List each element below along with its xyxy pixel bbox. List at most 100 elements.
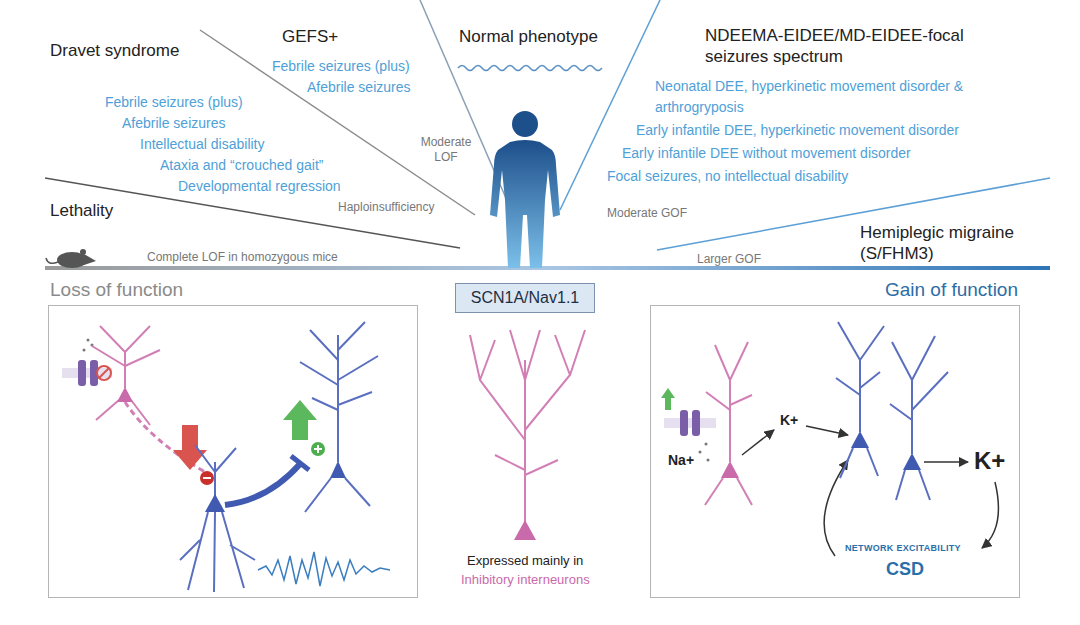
symptom-text: Febrile seizures (plus) bbox=[272, 56, 410, 77]
ion-channel-open bbox=[705, 443, 708, 446]
symptom-text: Ataxia and “crouched gait” bbox=[160, 155, 323, 176]
expression-note: Inhibitory interneurons bbox=[461, 572, 590, 588]
pyramidal-neuron bbox=[330, 461, 346, 478]
potassium-arrows bbox=[982, 482, 998, 548]
phenotype-heading: Lethality bbox=[50, 200, 113, 221]
ion-channel-blocked bbox=[78, 360, 86, 386]
symptom-text: Febrile seizures (plus) bbox=[105, 92, 243, 113]
interneuron-blue bbox=[291, 456, 309, 470]
inhibition-arrow bbox=[200, 471, 214, 485]
gain-panel: Gain of function bbox=[650, 278, 1020, 598]
severity-note: Haploinsufficiency bbox=[338, 200, 435, 215]
phenotype-heading: Normal phenotype bbox=[459, 26, 598, 47]
eeg-trace bbox=[258, 552, 390, 586]
pyramidal-neurons bbox=[851, 431, 869, 448]
interneuron-pink bbox=[92, 326, 160, 425]
human-figure bbox=[490, 140, 560, 268]
potassium-arrows bbox=[924, 461, 968, 463]
phenotype-heading: Dravet syndrome bbox=[50, 40, 179, 61]
severity-note: Complete LOF in homozygous mice bbox=[147, 250, 338, 265]
gene-name: SCN1A/Nav1.1 bbox=[456, 284, 594, 312]
inhibition-arrow bbox=[203, 477, 211, 479]
inhibition-arrow bbox=[173, 425, 214, 485]
gain-panel-illustration bbox=[661, 322, 998, 556]
interneuron-blue bbox=[205, 494, 225, 512]
ion-channel-open bbox=[707, 459, 710, 462]
ion-channel-open bbox=[699, 451, 702, 454]
center-interneuron bbox=[514, 520, 536, 540]
panel-heading: Gain of function bbox=[650, 278, 1020, 302]
ion-channel-open bbox=[661, 388, 675, 410]
severity-note: Moderate GOF bbox=[607, 206, 687, 221]
potassium-arrows bbox=[824, 460, 848, 556]
interneuron-blue bbox=[180, 445, 309, 592]
loss-panel-illustration bbox=[62, 322, 390, 592]
spectrum-baseline bbox=[45, 266, 1050, 270]
center-interneuron bbox=[470, 330, 585, 522]
mouse-icon bbox=[46, 258, 58, 263]
loss-panel: Loss of function bbox=[48, 278, 418, 598]
ion-label: Na+ bbox=[668, 452, 694, 470]
fan-lines bbox=[45, 0, 1050, 250]
pyramidal-neurons bbox=[836, 322, 884, 478]
potassium-arrows bbox=[742, 426, 998, 556]
interneuron-pink-gof bbox=[721, 461, 739, 478]
excitation-arrow bbox=[311, 442, 325, 456]
pyramidal-neuron bbox=[300, 322, 378, 512]
pyramidal-neurons bbox=[903, 453, 921, 470]
ion-channel-open bbox=[664, 418, 716, 428]
symptom-text: Neonatal DEE, hyperkinetic movement diso… bbox=[655, 76, 1020, 118]
ion-channel-blocked bbox=[97, 366, 111, 380]
severity-note: Larger GOF bbox=[697, 252, 761, 267]
inhibition-arrow bbox=[173, 425, 207, 470]
normal-wave bbox=[458, 66, 602, 71]
expression-note: Expressed mainly in bbox=[467, 553, 583, 569]
ion-label: K+ bbox=[974, 446, 1005, 476]
phenotype-heading: GEFS+ bbox=[282, 26, 338, 47]
interneuron-blue bbox=[225, 464, 300, 505]
ion-channel-blocked bbox=[99, 368, 109, 378]
symptom-text: Developmental regression bbox=[178, 176, 341, 197]
center-interneuron bbox=[470, 330, 585, 540]
human-figure bbox=[512, 111, 538, 137]
excitation-arrow bbox=[283, 400, 317, 440]
spectrum-baseline bbox=[45, 266, 1050, 270]
mouse-icon bbox=[84, 254, 96, 265]
panel-caption: CSD bbox=[886, 558, 924, 581]
excitation-arrow bbox=[283, 400, 325, 456]
panel-frame bbox=[48, 305, 418, 598]
mouse-icon bbox=[46, 249, 96, 268]
phenotype-heading: Hemiplegic migraine (S/FHM3) bbox=[860, 222, 1030, 264]
ion-channel-blocked bbox=[87, 339, 90, 342]
panel-caption: NETWORK EXCITABILITY bbox=[845, 543, 961, 554]
ion-channel-open bbox=[661, 388, 716, 462]
interneuron-pink bbox=[117, 387, 133, 402]
potassium-arrows bbox=[806, 426, 848, 435]
ion-channel-blocked bbox=[62, 368, 112, 378]
phenotype-heading: NDEEMA-EIDEE/MD-EIDEE-focal seizures spe… bbox=[705, 25, 1025, 67]
symptom-text: Early infantile DEE, hyperkinetic moveme… bbox=[636, 120, 959, 141]
symptom-text: Afebrile seizures bbox=[307, 77, 411, 98]
pyramidal-neurons bbox=[836, 322, 948, 500]
normal-wave bbox=[458, 66, 602, 71]
gene-box: SCN1A/Nav1.1 bbox=[455, 283, 595, 313]
interneuron-pink-gof bbox=[705, 342, 752, 505]
ion-channel-blocked bbox=[62, 339, 112, 387]
interneuron-blue bbox=[180, 445, 255, 592]
ion-channel-blocked bbox=[83, 349, 86, 352]
severity-note: Moderate LOF bbox=[418, 135, 474, 165]
excitation-arrow bbox=[317, 445, 319, 453]
ion-channel-open bbox=[680, 410, 688, 436]
symptom-text: Early infantile DEE without movement dis… bbox=[622, 143, 911, 164]
eeg-trace bbox=[258, 552, 390, 586]
symptom-text: Focal seizures, no intellectual disabili… bbox=[607, 166, 848, 187]
potassium-arrows bbox=[742, 430, 774, 455]
interneuron-pink-gof bbox=[705, 342, 752, 505]
pyramidal-neuron bbox=[300, 322, 378, 512]
symptom-text: Afebrile seizures bbox=[122, 113, 226, 134]
human-figure bbox=[490, 111, 560, 268]
symptom-text: Intellectual disability bbox=[140, 134, 265, 155]
panel-heading: Loss of function bbox=[48, 278, 418, 302]
mouse-icon bbox=[80, 249, 86, 255]
